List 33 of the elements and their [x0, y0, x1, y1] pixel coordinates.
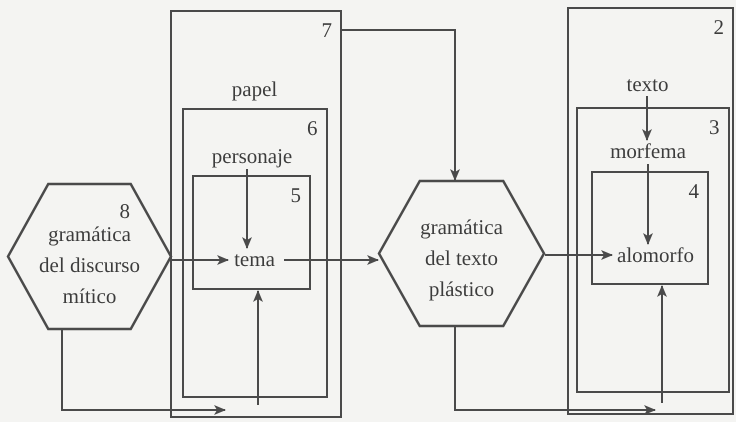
concept-label: morfema	[609, 139, 687, 163]
arrow	[342, 29, 460, 181]
grammar-hexagon	[378, 180, 545, 327]
arrow	[545, 250, 613, 260]
arrow	[253, 290, 263, 405]
nested-frame	[591, 171, 709, 285]
arrow	[643, 164, 653, 245]
nested-frame	[567, 7, 734, 415]
grammar-hexagon	[7, 183, 172, 330]
hexagon-label: gramática del texto plástico	[419, 214, 504, 303]
box-heading: papel	[230, 78, 278, 101]
arrow	[657, 285, 667, 403]
box-number: 5	[290, 185, 301, 206]
arrow	[284, 255, 379, 265]
concept-label: personaje	[210, 144, 294, 168]
box-number: 4	[688, 181, 699, 202]
box-number: 8	[120, 201, 130, 222]
nested-frame	[576, 106, 730, 392]
box-number: 3	[709, 116, 720, 138]
concept-label: alomorfo	[616, 242, 695, 266]
arrow	[172, 255, 229, 265]
concept-label: texto	[626, 72, 670, 96]
arrow	[61, 330, 226, 415]
concept-label: tema	[233, 246, 276, 270]
arrow	[454, 327, 656, 415]
nested-frame	[170, 10, 342, 418]
nested-frame	[192, 175, 311, 290]
box-number: 6	[307, 118, 318, 138]
arrow	[242, 169, 252, 249]
arrow	[642, 96, 652, 141]
hexagon-label: gramática del discurso mítico	[38, 221, 141, 310]
box-number: 2	[714, 17, 724, 38]
box-number: 7	[322, 20, 332, 41]
